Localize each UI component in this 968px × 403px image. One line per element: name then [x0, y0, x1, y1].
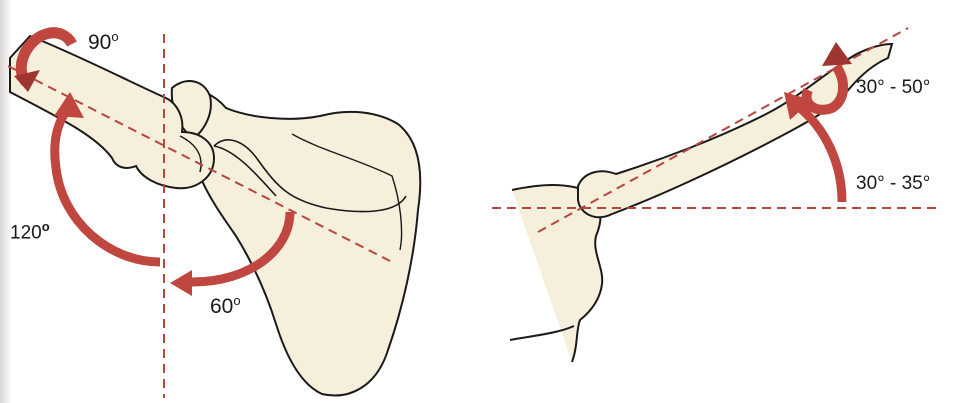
label-rotation-90: 90o	[88, 30, 119, 53]
label-rotation-60: 60o	[210, 294, 241, 317]
left-figure	[8, 33, 420, 398]
scapula	[177, 89, 420, 395]
rotation-30-50-arrowhead	[822, 42, 852, 66]
clavicle-axis-line	[538, 28, 908, 232]
label-clavicle-elevation: 30° - 35°	[856, 174, 930, 193]
label-clavicle-rotation: 30° - 50°	[856, 78, 930, 97]
rotation-60-arrowhead	[170, 270, 192, 296]
label-elevation-120: 120o	[10, 220, 50, 242]
